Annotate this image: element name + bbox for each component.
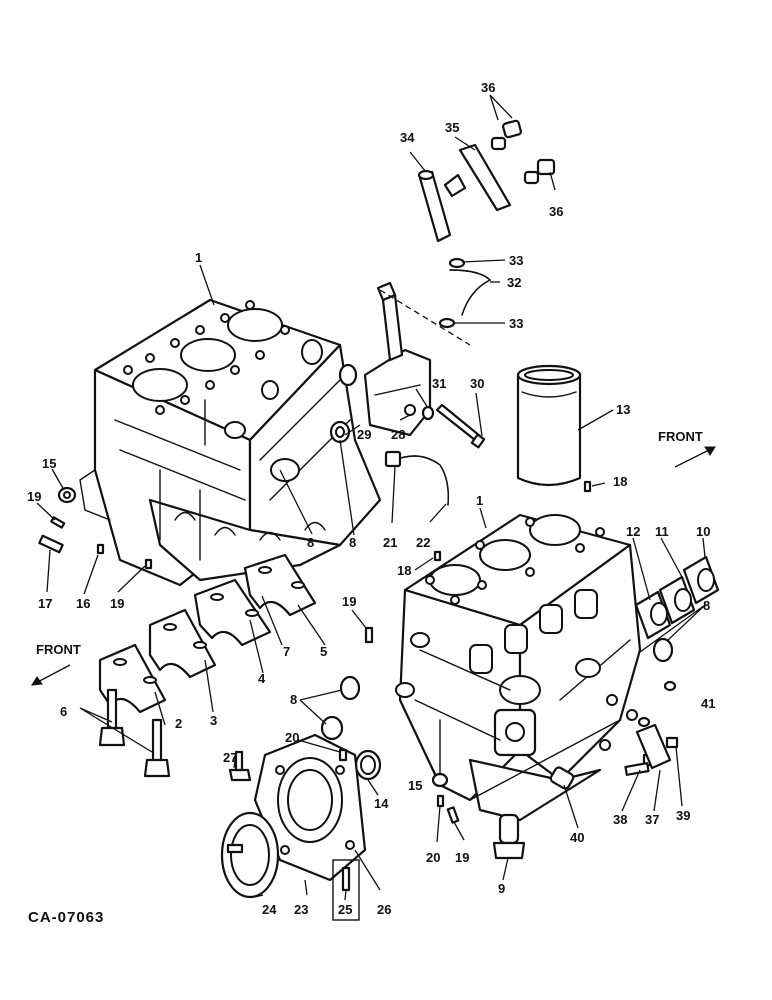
callout-36-bottom: 36	[549, 204, 563, 219]
callout-19-c: 19	[342, 594, 356, 609]
callout-29: 29	[357, 427, 371, 442]
callout-20-a: 20	[285, 730, 299, 745]
callout-15-lower: 15	[408, 778, 422, 793]
callout-39: 39	[676, 808, 690, 823]
callout-15-upper: 15	[42, 456, 56, 471]
callout-4: 4	[258, 671, 266, 686]
callout-20-b: 20	[426, 850, 440, 865]
callout-8-d: 8	[703, 598, 710, 613]
callout-36-top: 36	[481, 80, 495, 95]
callout-27: 27	[223, 750, 237, 765]
oil-pipe	[384, 450, 450, 506]
callout-28: 28	[391, 427, 405, 442]
callout-13: 13	[616, 402, 630, 417]
callout-24: 24	[262, 902, 277, 917]
callout-33-top: 33	[509, 253, 523, 268]
callout-3: 3	[210, 713, 217, 728]
callout-8-b: 8	[349, 535, 356, 550]
callout-14: 14	[374, 796, 389, 811]
camshaft-bushings	[634, 555, 720, 640]
callout-8-c: 8	[290, 692, 297, 707]
callout-numbers: 1 1 2 3 4 5 6 7 8 8 8 8 9 10 11 12 13 14…	[27, 80, 715, 917]
callout-25: 25	[338, 902, 352, 917]
callout-26: 26	[377, 902, 391, 917]
callout-19-b: 19	[110, 596, 124, 611]
callout-16: 16	[76, 596, 90, 611]
callout-35: 35	[445, 120, 459, 135]
seal-rings	[320, 363, 674, 781]
callout-10: 10	[696, 524, 710, 539]
callout-11: 11	[655, 524, 669, 539]
callout-7: 7	[283, 644, 290, 659]
callout-34: 34	[400, 130, 415, 145]
callout-5: 5	[320, 644, 327, 659]
rear-seal-housing	[220, 733, 367, 899]
callout-40: 40	[570, 830, 584, 845]
tube-clamp-assembly	[417, 119, 556, 243]
main-bearing-bolts	[98, 688, 171, 778]
callout-41: 41	[701, 696, 715, 711]
front-label-left: FRONT	[36, 642, 81, 657]
callout-18-a: 18	[613, 474, 627, 489]
callout-2: 2	[175, 716, 182, 731]
breather-assembly	[363, 257, 492, 449]
callout-33-bottom: 33	[509, 316, 523, 331]
callout-8-a: 8	[307, 535, 314, 550]
callout-22: 22	[416, 535, 430, 550]
callout-12: 12	[626, 524, 640, 539]
callout-37: 37	[645, 812, 659, 827]
cylinder-block-rear-view	[79, 298, 382, 587]
leader-lines	[36, 94, 706, 901]
callout-21: 21	[383, 535, 397, 550]
callout-30: 30	[470, 376, 484, 391]
callout-6: 6	[60, 704, 67, 719]
callout-9: 9	[498, 881, 505, 896]
callout-32: 32	[507, 275, 521, 290]
front-arrow-left: FRONT	[31, 642, 81, 686]
callout-1-upper: 1	[195, 250, 202, 265]
callout-1-lower: 1	[476, 493, 483, 508]
front-label-right: FRONT	[658, 429, 703, 444]
drawing-code: CA-07063	[28, 909, 104, 926]
cylinder-liner	[516, 364, 582, 487]
callout-17: 17	[38, 596, 52, 611]
cylinder-block-front-view	[395, 513, 642, 822]
callout-23: 23	[294, 902, 308, 917]
callout-38: 38	[613, 812, 627, 827]
callout-19-d: 19	[455, 850, 469, 865]
callout-31: 31	[432, 376, 446, 391]
callout-19-a: 19	[27, 489, 41, 504]
small-parts	[38, 480, 679, 921]
front-arrow-right: FRONT	[658, 429, 716, 468]
callout-18-b: 18	[397, 563, 411, 578]
